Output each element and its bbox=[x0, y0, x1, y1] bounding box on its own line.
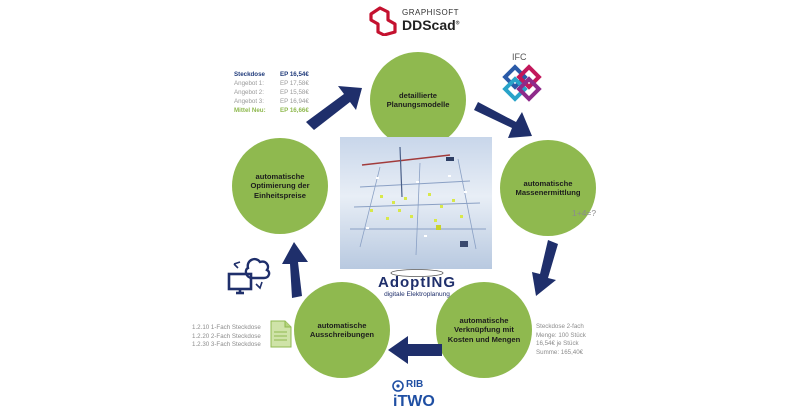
cost-line: Summe: 165,40€ bbox=[536, 348, 584, 356]
arrow-massen-to-verknuepfung bbox=[532, 240, 558, 296]
price-value: EP 16,54€ bbox=[280, 71, 309, 78]
building-model-image bbox=[340, 137, 492, 269]
price-name: Angebot 1: bbox=[234, 80, 264, 87]
rib-itwo-logo: RIB iTWO bbox=[392, 378, 442, 416]
formula-text: 1+4=? bbox=[572, 208, 597, 218]
price-name: Angebot 3: bbox=[234, 98, 264, 105]
price-row: Mittel Neu: EP 16,66€ bbox=[234, 106, 320, 115]
ifc-knot-icon bbox=[502, 64, 542, 102]
ddscad-mark-icon bbox=[369, 6, 397, 36]
price-row: Angebot 3: EP 16,94€ bbox=[234, 97, 320, 106]
document-icon bbox=[270, 320, 292, 348]
node-label: automatische Ausschreibungen bbox=[309, 320, 375, 339]
adopting-subtitle: digitale Elektroplanung bbox=[384, 291, 450, 298]
arrow-ausschreibung-to-optimierung bbox=[282, 242, 308, 298]
node-ausschreibungen: automatische Ausschreibungen bbox=[294, 282, 390, 378]
arrow-planung-to-massen bbox=[474, 102, 532, 138]
ifc-logo: IFC bbox=[498, 52, 548, 102]
node-label: automatische Optimierung der Einheitspre… bbox=[250, 171, 310, 200]
price-name: Steckdose bbox=[234, 71, 265, 78]
graphisoft-label: GRAPHISOFT bbox=[402, 8, 460, 17]
adopting-logo: AdoptING digitale Elektroplanung bbox=[362, 269, 472, 306]
ddscad-label: DDScad bbox=[402, 17, 456, 33]
cost-line: 16,54€ je Stück bbox=[536, 340, 579, 347]
ddscad-wordmark: DDScad® bbox=[402, 17, 459, 33]
price-name: Angebot 2: bbox=[234, 89, 264, 96]
tender-line: 1.2.10 1-Fach Steckdose bbox=[192, 324, 261, 331]
tender-line: 1.2.20 2-Fach Steckdose bbox=[192, 332, 261, 340]
price-value: EP 16,94€ bbox=[280, 98, 309, 105]
price-value: EP 15,58€ bbox=[280, 89, 309, 96]
cost-line: Menge: 100 Stück bbox=[536, 331, 586, 339]
node-planungsmodelle: detaillierte Planungsmodelle bbox=[370, 52, 466, 148]
price-value: EP 17,58€ bbox=[280, 80, 309, 87]
node-optimierung: automatische Optimierung der Einheitspre… bbox=[232, 138, 328, 234]
ddscad-trademark: ® bbox=[455, 20, 460, 27]
cloud-computer-icon bbox=[227, 257, 271, 295]
node-massenermittlung: automatische Massenermittlung bbox=[500, 140, 596, 236]
price-row: Angebot 2: EP 15,58€ bbox=[234, 88, 320, 97]
ifc-label: IFC bbox=[512, 52, 527, 62]
tender-items: 1.2.10 1-Fach Steckdose 1.2.20 2-Fach St… bbox=[192, 324, 261, 350]
node-label: detaillierte Planungsmodelle bbox=[386, 90, 450, 109]
arrow-optimierung-to-planung bbox=[306, 86, 362, 130]
adopting-swirl-icon bbox=[390, 269, 444, 277]
rib-label: RIB bbox=[406, 379, 424, 390]
price-table: Steckdose EP 16,54€ Angebot 1: EP 17,58€… bbox=[234, 70, 320, 115]
price-row: Steckdose EP 16,54€ bbox=[234, 70, 320, 79]
itwo-label: iTWO bbox=[393, 393, 435, 410]
price-row: Angebot 1: EP 17,58€ bbox=[234, 79, 320, 88]
arrow-verknuepfung-to-ausschreibung bbox=[388, 336, 442, 364]
price-name: Mittel Neu: bbox=[234, 107, 266, 114]
tender-line: 1.2.30 3-Fach Steckdose bbox=[192, 341, 261, 348]
cost-line: Steckdose 2-fach bbox=[536, 323, 584, 330]
cost-info: Steckdose 2-fach Menge: 100 Stück 16,54€… bbox=[536, 323, 586, 357]
rib-mark-icon bbox=[392, 380, 404, 392]
node-label: automatische Verknüpfung mit Kosten und … bbox=[447, 315, 521, 344]
model-wireframe bbox=[350, 146, 486, 256]
node-verknuepfung: automatische Verknüpfung mit Kosten und … bbox=[436, 282, 532, 378]
ddscad-logo: GRAPHISOFT DDScad® bbox=[368, 6, 468, 36]
price-value: EP 16,66€ bbox=[280, 107, 309, 114]
adopting-wordmark: AdoptING bbox=[378, 274, 456, 291]
node-label: automatische Massenermittlung bbox=[515, 178, 581, 197]
